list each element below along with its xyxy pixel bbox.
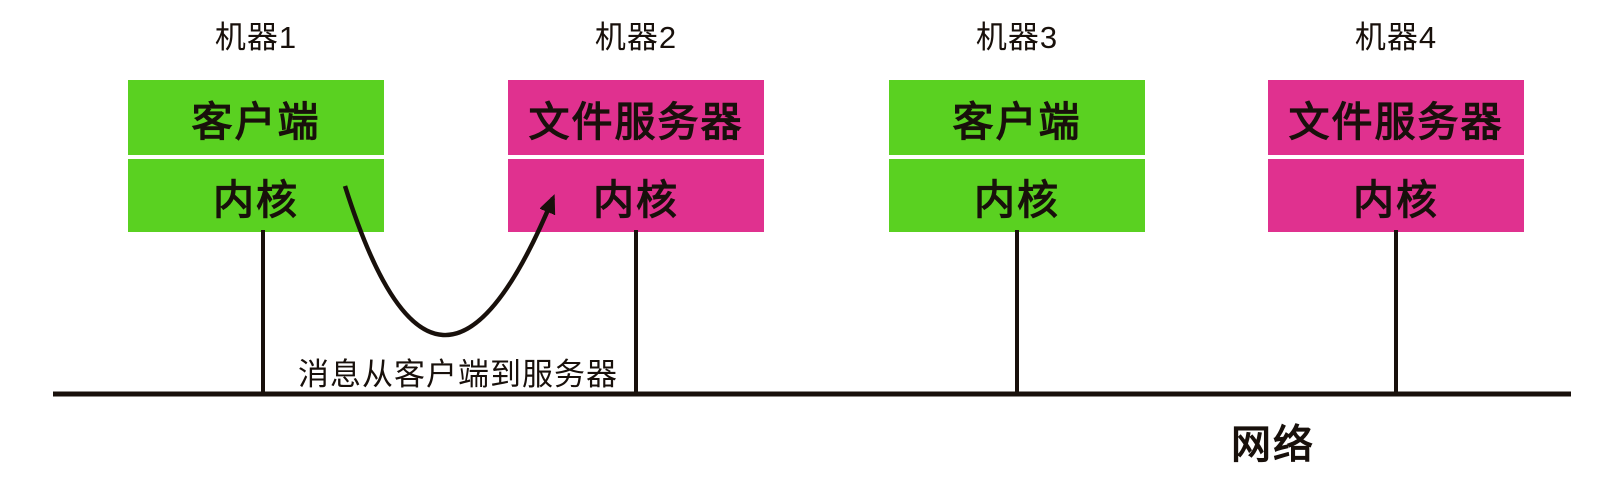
machine-2-kernel-box: 内核: [508, 159, 764, 232]
machine-4-file-server-box: 文件服务器: [1268, 80, 1524, 155]
machine-4-file-server-box-label: 文件服务器: [1288, 98, 1504, 145]
machine-2-file-server-box: 文件服务器: [508, 80, 764, 155]
machine-2-kernel-box-label: 内核: [593, 176, 679, 223]
machine-2-file-server-box-label: 文件服务器: [528, 98, 744, 145]
machine-2-label: 机器2: [594, 20, 678, 55]
machine-3-client-box: 客户端: [889, 80, 1145, 155]
machine-3-kernel-box-label: 内核: [974, 176, 1060, 223]
machine-1-client-box: 客户端: [128, 80, 384, 155]
message-arrow-caption: 消息从客户端到服务器: [298, 357, 618, 392]
machine-3-label: 机器3: [975, 20, 1059, 55]
network-label: 网络: [1231, 423, 1315, 467]
machine-4-kernel-box-label: 内核: [1353, 176, 1439, 223]
machine-1-client-box-label: 客户端: [191, 98, 321, 145]
machine-2: 机器2 文件服务器 内核: [508, 0, 764, 240]
machine-1: 机器1 客户端 内核: [128, 0, 384, 240]
machine-4-label: 机器4: [1354, 20, 1438, 55]
machine-3-kernel-box: 内核: [889, 159, 1145, 232]
machine-4: 机器4 文件服务器 内核: [1268, 0, 1524, 240]
machine-3: 机器3 客户端 内核: [889, 0, 1145, 240]
machine-1-kernel-box: 内核: [128, 159, 384, 232]
machine-3-client-box-label: 客户端: [952, 98, 1082, 145]
machine-1-label: 机器1: [214, 20, 298, 55]
machine-4-kernel-box: 内核: [1268, 159, 1524, 232]
machine-1-kernel-box-label: 内核: [213, 176, 299, 223]
